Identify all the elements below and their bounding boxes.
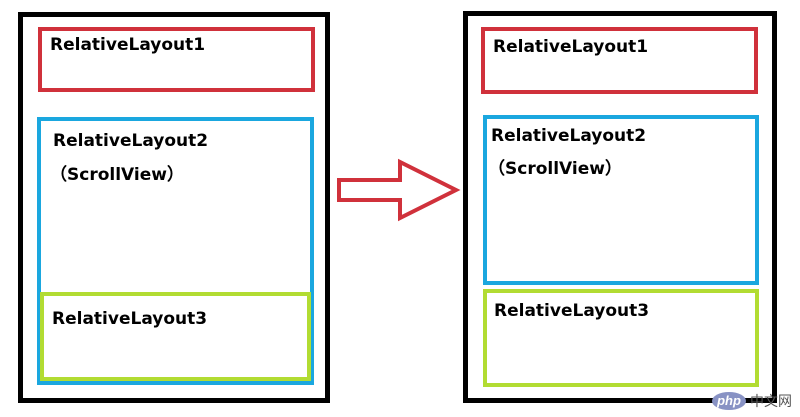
left-relative-layout-1 (38, 27, 315, 92)
right-relative-layout-3 (483, 289, 759, 387)
right-layout3-label: RelativeLayout3 (494, 301, 650, 321)
right-screen-frame (463, 11, 777, 403)
watermark-text: 中文网 (750, 394, 792, 410)
right-relative-layout-1 (481, 27, 758, 94)
right-layout2-label: RelativeLayout2 (491, 126, 647, 146)
left-relative-layout-2 (37, 117, 314, 385)
left-layout2-sublabel: （ScrollView） (50, 165, 184, 185)
right-layout1-label: RelativeLayout1 (493, 37, 649, 57)
left-layout3-label: RelativeLayout3 (52, 309, 208, 329)
left-layout1-label: RelativeLayout1 (50, 35, 206, 55)
left-screen-frame (18, 12, 330, 403)
right-layout2-sublabel: （ScrollView） (488, 159, 622, 179)
right-relative-layout-2 (483, 115, 759, 285)
left-relative-layout-3 (40, 292, 311, 381)
watermark-badge: php (712, 392, 746, 410)
watermark: php 中文网 (712, 391, 792, 411)
left-layout2-label: RelativeLayout2 (53, 131, 209, 151)
right-arrow-icon (337, 158, 461, 222)
